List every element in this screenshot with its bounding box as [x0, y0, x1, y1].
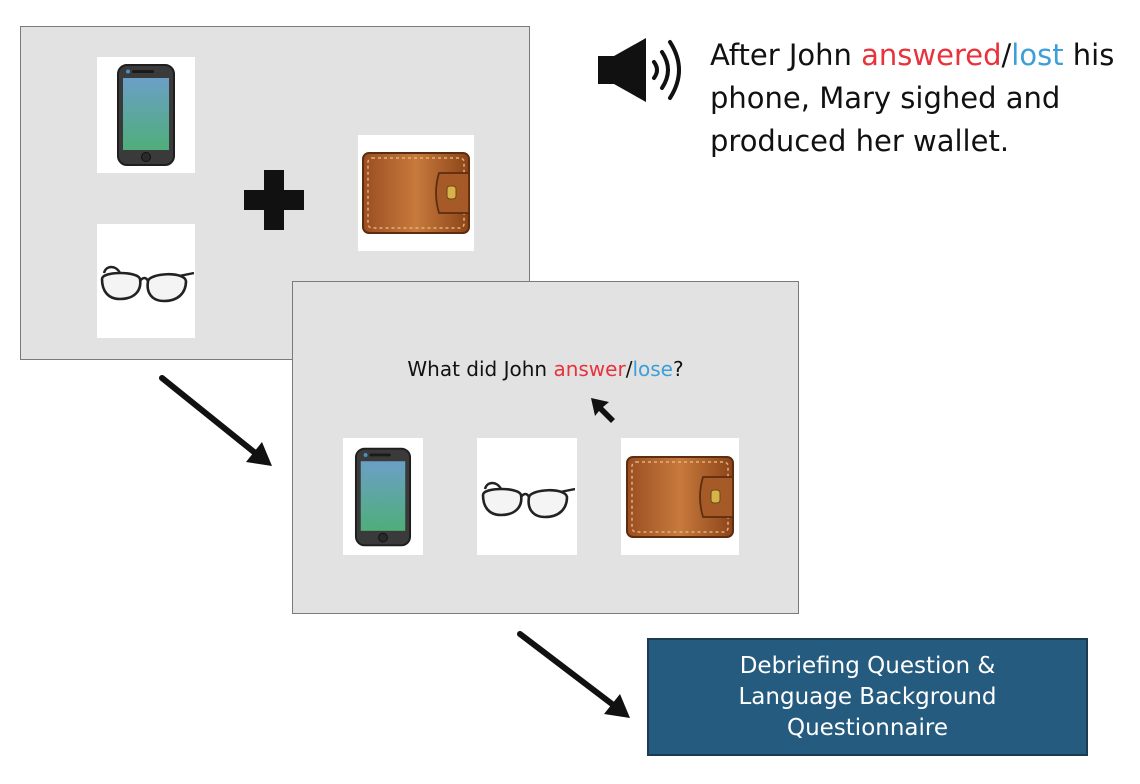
sentence-verb-1: answered: [861, 38, 1002, 72]
sentence-slash: /: [1001, 38, 1012, 72]
phone-tile-1: [97, 57, 195, 173]
arrow-icon: [517, 631, 630, 718]
wallet-icon: [626, 455, 734, 538]
phone-icon: [354, 447, 412, 546]
question-verb-1: answer: [553, 357, 626, 381]
audio-sentence: After John answered/lost his phone, Mary…: [710, 34, 1130, 163]
question-suffix: ?: [672, 357, 684, 381]
debrief-box: Debriefing Question & Language Backgroun…: [647, 638, 1088, 756]
debrief-line-1: Debriefing Question &: [739, 652, 996, 679]
phone-option[interactable]: [343, 438, 423, 555]
wallet-tile-1: [358, 135, 474, 251]
wallet-option[interactable]: [621, 438, 739, 555]
sentence-verb-2: lost: [1011, 38, 1064, 72]
glasses-icon: [100, 265, 194, 303]
mouse-cursor-icon: [591, 398, 615, 423]
speaker-sound-icon: [598, 38, 681, 102]
phone-icon: [117, 64, 175, 166]
sentence-prefix: After John: [710, 38, 862, 72]
debrief-line-2: Language Background: [738, 683, 997, 710]
question-text: What did John answer/lose?: [293, 357, 798, 381]
question-slash: /: [625, 357, 633, 381]
display-screen-1: [20, 26, 530, 360]
debrief-line-3: Questionnaire: [786, 714, 949, 741]
wallet-icon: [362, 152, 470, 234]
question-verb-2: lose: [632, 357, 673, 381]
glasses-option[interactable]: [477, 438, 577, 555]
sentence-suffix: his phone, Mary sighed and produced her …: [710, 38, 1115, 158]
glasses-tile-1: [97, 224, 195, 338]
glasses-icon: [481, 481, 575, 518]
question-prefix: What did John: [407, 357, 554, 381]
plus-icon: [244, 170, 304, 230]
display-screen-2: What did John answer/lose?: [292, 281, 799, 614]
arrow-icon: [159, 375, 272, 466]
